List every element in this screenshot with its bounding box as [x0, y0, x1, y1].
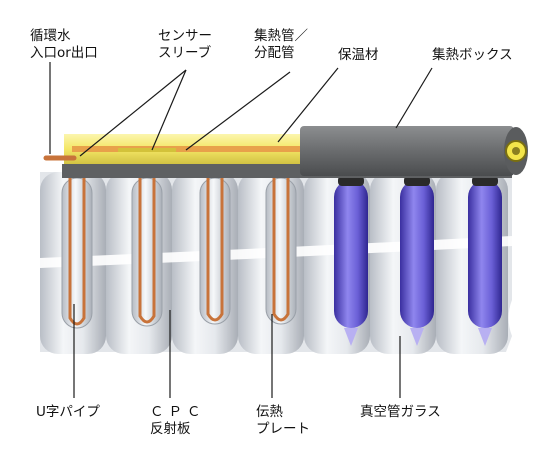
tube-3: [199, 176, 231, 325]
collector-box: [300, 126, 514, 176]
label-insulation: 保温材: [338, 47, 379, 63]
u-pipe-tubes: [61, 176, 297, 329]
label-u-pipe: U字パイプ: [36, 404, 100, 420]
leader-lines: [49, 62, 433, 398]
label-water-port: 循環水 入口or出口: [30, 28, 98, 61]
label-heat-plate: 伝熱 プレート: [256, 404, 310, 437]
vacuum-tube-3: [468, 176, 502, 346]
tube-4: [265, 176, 297, 325]
tube-2: [131, 176, 163, 327]
tube-1: [61, 176, 93, 329]
vacuum-tube-2: [400, 176, 434, 346]
label-cpc-reflector: ＣＰＣ 反射板: [150, 404, 206, 437]
label-header-pipe: 集熱管／ 分配管: [254, 28, 308, 61]
label-vacuum-tube: 真空管ガラス: [360, 404, 441, 420]
manifold-assembly: [43, 126, 528, 178]
label-sensor-sleeve: センサー スリーブ: [158, 28, 212, 61]
label-collector-box: 集熱ボックス: [432, 47, 513, 63]
vacuum-tube-1: [334, 176, 368, 346]
vacuum-glass-tubes: [334, 176, 502, 346]
